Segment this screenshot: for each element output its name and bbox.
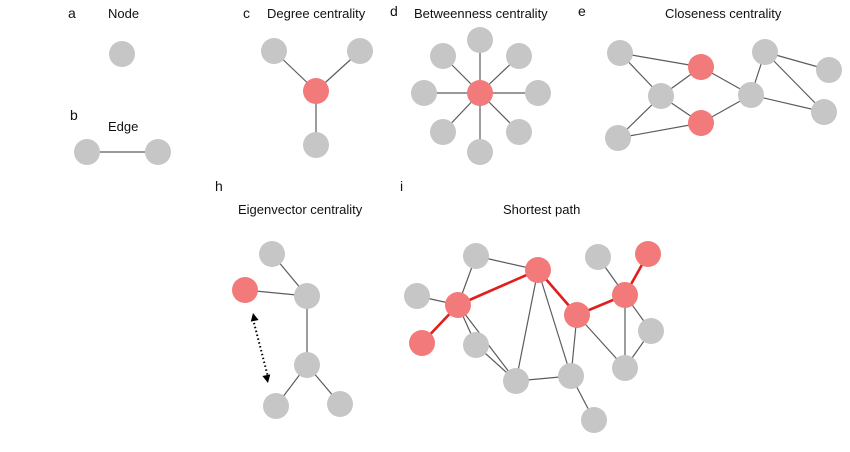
panel-h-node: [294, 352, 320, 378]
panel-e-node: [607, 40, 633, 66]
panel-i-edge: [537, 269, 572, 377]
panel-d-title: Betweenness centrality: [414, 6, 548, 21]
panel-e-edge: [619, 52, 702, 68]
panel-e-node: [648, 83, 674, 109]
panel-h-node: [327, 391, 353, 417]
dotted-arrow-head-top: [250, 313, 259, 322]
panel-b-node: [74, 139, 100, 165]
panel-e-highlight-node: [688, 110, 714, 136]
panel-d-node: [506, 43, 532, 69]
panel-i-highlight-node: [409, 330, 435, 356]
panel-c-title: Degree centrality: [267, 6, 366, 21]
dotted-arrow-line: [252, 318, 269, 378]
panel-i-node: [463, 243, 489, 269]
panel-d-letter: d: [390, 3, 398, 19]
panel-c-letter: c: [243, 5, 250, 21]
panel-d-node: [411, 80, 437, 106]
panel-i-letter: i: [400, 178, 403, 194]
panel-a-letter: a: [68, 5, 76, 21]
panel-c-node: [303, 132, 329, 158]
panel-e-edge: [617, 122, 702, 139]
dotted-arrow-head-bottom: [262, 374, 271, 383]
panel-i-node: [404, 283, 430, 309]
panel-h-title: Eigenvector centrality: [238, 202, 363, 217]
panel-c-highlight-node: [303, 78, 329, 104]
panel-i-node: [612, 355, 638, 381]
panel-b-title: Edge: [108, 119, 138, 134]
panel-e-node: [605, 125, 631, 151]
panel-d-node: [467, 27, 493, 53]
panel-e-node: [738, 82, 764, 108]
panel-i-title: Shortest path: [503, 202, 580, 217]
panel-d-node: [506, 119, 532, 145]
panel-i-node: [463, 332, 489, 358]
panel-i-node: [558, 363, 584, 389]
panel-i-node: [585, 244, 611, 270]
panel-e-node: [752, 39, 778, 65]
panel-d-node: [430, 119, 456, 145]
panel-h-highlight-node: [232, 277, 258, 303]
panel-e-node: [811, 99, 837, 125]
panel-b-node: [145, 139, 171, 165]
panel-d-node: [430, 43, 456, 69]
panel-e-edge: [764, 51, 825, 113]
edges-layer: [86, 39, 830, 421]
panel-i-highlight-node: [445, 292, 471, 318]
panel-d-node: [525, 80, 551, 106]
panel-d-highlight-node: [467, 80, 493, 106]
panel-i-node: [638, 318, 664, 344]
panel-i-edge: [515, 269, 539, 382]
panel-c-node: [261, 38, 287, 64]
panel-e-title: Closeness centrality: [665, 6, 782, 21]
panel-i-highlight-node: [525, 257, 551, 283]
panel-b-letter: b: [70, 107, 78, 123]
panel-e-node: [816, 57, 842, 83]
panel-h-node: [259, 241, 285, 267]
nodes-layer: [74, 27, 842, 433]
panel-e-letter: e: [578, 3, 586, 19]
panel-h-node: [294, 283, 320, 309]
panel-a-title: Node: [108, 6, 139, 21]
panel-c-node: [347, 38, 373, 64]
panel-i-highlight-node: [564, 302, 590, 328]
panel-e-highlight-node: [688, 54, 714, 80]
panel-i-node: [581, 407, 607, 433]
panel-a-node: [109, 41, 135, 67]
panel-h-node: [263, 393, 289, 419]
panel-i-node: [503, 368, 529, 394]
panel-h-letter: h: [215, 178, 223, 194]
panel-i-highlight-node: [612, 282, 638, 308]
panel-i-highlight-node: [635, 241, 661, 267]
panel-d-node: [467, 139, 493, 165]
panel-i-highlight-edge: [456, 268, 540, 307]
